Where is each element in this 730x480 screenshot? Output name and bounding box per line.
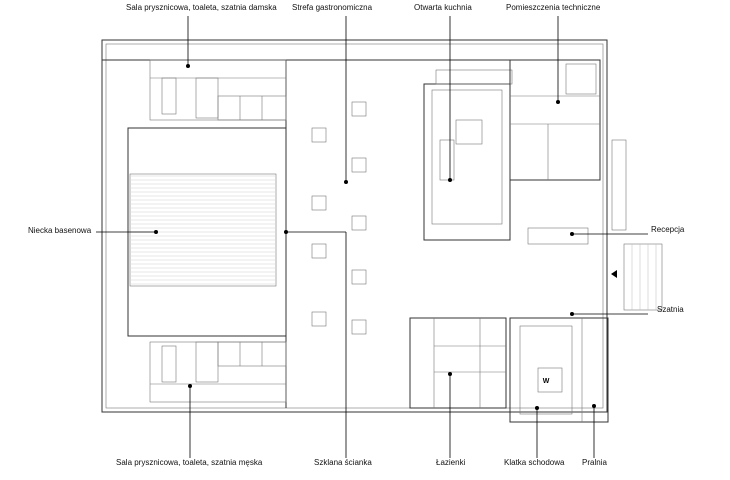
leader-lines: [96, 16, 648, 458]
dining-tables: [311, 101, 367, 335]
label-strefa-gastronomiczna: Strefa gastronomiczna: [292, 3, 373, 12]
label-niecka-basenowa: Niecka basenowa: [28, 226, 92, 235]
label-szatnia: Szatnia: [657, 305, 684, 314]
mens-changing-rooms: [149, 341, 287, 403]
bathrooms: [409, 317, 507, 409]
label-sala-damska: Sala prysznicowa, toaleta, szatnia damsk…: [126, 3, 277, 12]
label-sala-meska: Sala prysznicowa, toaleta, szatnia męska: [116, 458, 263, 467]
label-pomieszczenia-techniczne: Pomieszczenia techniczne: [506, 3, 601, 12]
label-dots: [154, 64, 596, 410]
reception-area: [527, 139, 663, 311]
womens-changing-rooms: [149, 59, 287, 121]
staircase-laundry: [509, 317, 609, 423]
label-otwarta-kuchnia: Otwarta kuchnia: [414, 3, 472, 12]
kitchen: [423, 69, 513, 241]
technical-rooms: [509, 59, 601, 181]
label-szklana-scianka: Szklana ścianka: [314, 458, 372, 467]
label-pralnia: Pralnia: [582, 458, 607, 467]
label-recepcja: Recepcja: [651, 225, 685, 234]
label-klatka-schodowa: Klatka schodowa: [504, 458, 565, 467]
label-lazienki: Łazienki: [436, 458, 466, 467]
pool-basin: [129, 173, 277, 287]
stair-symbol: W: [543, 378, 550, 385]
